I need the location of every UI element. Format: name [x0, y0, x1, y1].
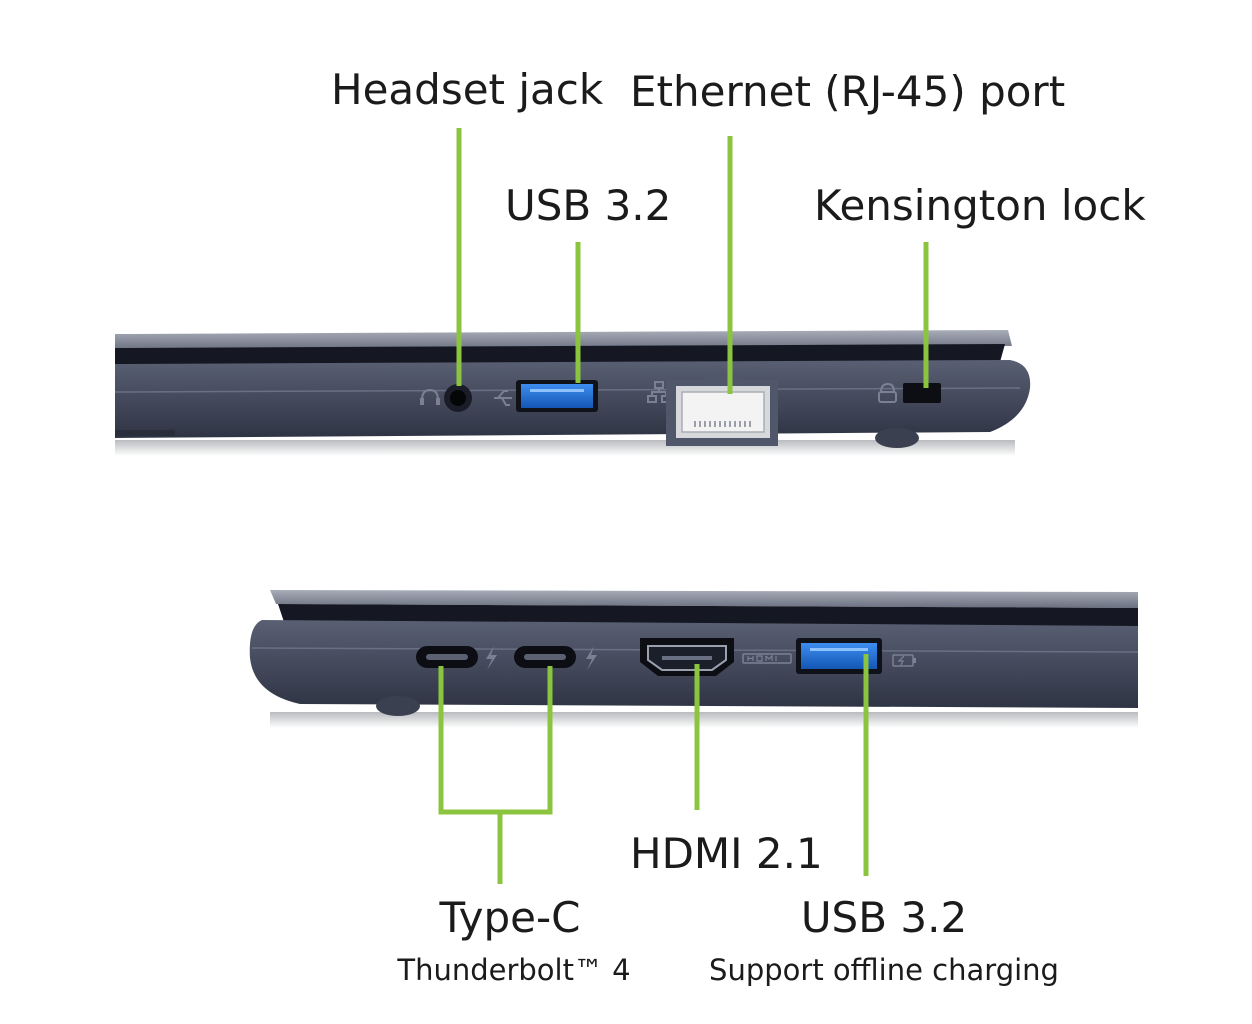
type-c-port-2 — [514, 646, 576, 668]
thunderbolt-icon — [486, 646, 497, 670]
rubber-foot — [875, 428, 919, 448]
label-headset-jack: Headset jack — [331, 65, 604, 114]
label-type-c-sub: Thunderbolt™ 4 — [396, 953, 630, 987]
headset-icon — [420, 388, 440, 405]
ethernet-port — [666, 372, 778, 446]
headset-jack-port — [444, 384, 472, 412]
thunderbolt-icon — [586, 646, 597, 670]
usb-icon — [494, 390, 512, 406]
label-ethernet-port: Ethernet (RJ-45) port — [630, 67, 1065, 116]
label-usb-right-sub: Support offline charging — [709, 953, 1059, 987]
hdmi-icon — [742, 653, 792, 664]
label-usb-right: USB 3.2 — [801, 893, 967, 942]
floor-shadow — [115, 440, 1015, 456]
laptop-left-side — [114, 330, 1031, 456]
label-hdmi: HDMI 2.1 — [630, 829, 823, 878]
label-usb-left: USB 3.2 — [505, 181, 671, 230]
label-kensington-lock: Kensington lock — [814, 181, 1146, 230]
rubber-foot — [376, 696, 420, 716]
usb-a-port-left — [516, 380, 598, 412]
lock-icon — [878, 382, 897, 403]
usb-a-port-right — [796, 638, 882, 674]
screen-bezel — [115, 344, 1005, 366]
vent — [115, 430, 175, 436]
callout-type-c-bracket — [438, 666, 553, 815]
callout-lines — [438, 128, 929, 884]
type-c-port-1 — [416, 646, 478, 668]
label-type-c: Type-C — [439, 893, 581, 942]
laptop-right-side — [249, 590, 1139, 728]
laptop-lid — [270, 590, 1138, 608]
hdmi-port — [640, 638, 734, 676]
kensington-lock-slot — [903, 383, 941, 403]
battery-charge-icon — [892, 654, 916, 667]
labels: Headset jack Ethernet (RJ-45) port USB 3… — [331, 65, 1146, 987]
floor-shadow — [270, 712, 1138, 728]
